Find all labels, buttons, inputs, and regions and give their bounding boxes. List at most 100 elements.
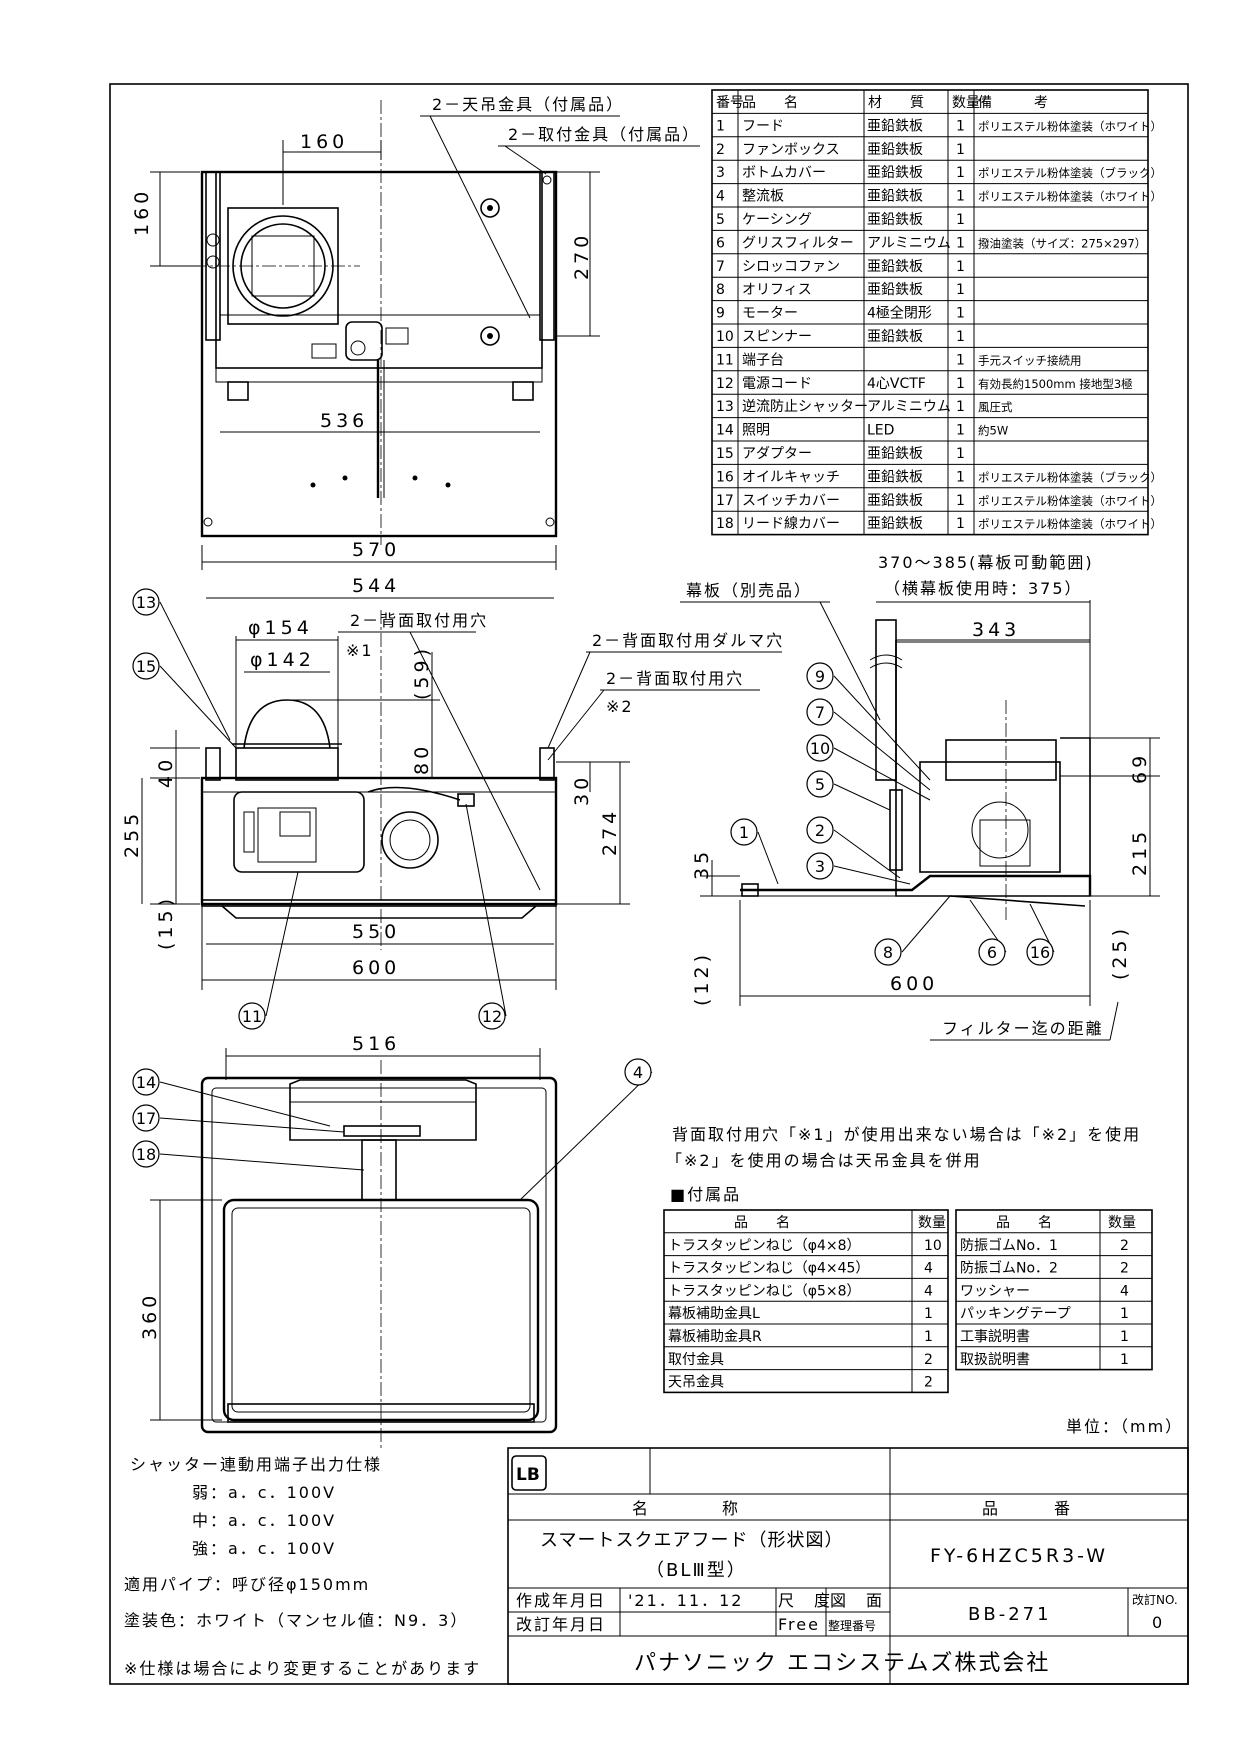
rev-no: 0 [1152, 1613, 1164, 1632]
acc-left-qty-0: 10 [924, 1238, 942, 1254]
acc-right-name-4: 工事説明書 [960, 1329, 1030, 1345]
callout-circle-1 [730, 818, 758, 846]
parts-row-18-material: 亜鉛鉄板 [867, 516, 923, 532]
product-name-1: スマートスクエアフード（形状図） [540, 1530, 843, 1551]
dim-536: 536 [320, 410, 368, 432]
callout-circle-12 [478, 1002, 506, 1030]
dim-544: 544 [352, 575, 400, 597]
dim-570: 570 [352, 539, 400, 561]
acc-left-qty-6: 2 [924, 1375, 933, 1391]
acc-right-qty-4: 1 [1120, 1329, 1129, 1345]
unit-label: 単位：（mm） [1066, 1417, 1183, 1436]
callout-number-17: 17 [136, 1109, 156, 1128]
parts-row-8-no: 8 [716, 282, 725, 298]
label-daruma: 2－背面取付用ダルマ穴 [592, 631, 784, 650]
callout-circle-5 [806, 770, 834, 798]
parts-row-13-note: 風圧式 [978, 400, 1013, 414]
callout-circle-2 [806, 816, 834, 844]
part-header: 品 番 [982, 1499, 1072, 1518]
parts-row-6-material: アルミニウム [867, 235, 951, 251]
acc-header-0: 品 名 [734, 1215, 790, 1231]
parts-row-14-material: LED [867, 423, 894, 439]
dim-59: (59) [411, 645, 433, 700]
callout-leader-8 [901, 895, 951, 953]
label-filter: フィルター迄の距離 [942, 1019, 1104, 1038]
callout-leader-9 [833, 675, 931, 781]
parts-row-3-qty: 1 [956, 165, 965, 181]
acc-left-qty-1: 4 [924, 1261, 933, 1277]
callout-number-18: 18 [136, 1145, 156, 1164]
dim-15: (15) [155, 895, 177, 950]
callout-number-15: 15 [136, 657, 156, 676]
acc-right-name-5: 取扱説明書 [960, 1352, 1030, 1368]
parts-row-14-name: 照明 [742, 423, 770, 439]
label-haimen-hole: 2－背面取付用穴 [350, 611, 488, 630]
acc-left-name-2: トラスタッピンねじ（φ5×8） [668, 1283, 861, 1299]
acc-right-qty-1: 2 [1120, 1261, 1129, 1277]
dim-255: 255 [121, 810, 143, 858]
parts-row-1-material: 亜鉛鉄板 [867, 118, 923, 134]
dim-600-side: 600 [890, 973, 938, 995]
parts-row-5-qty: 1 [956, 212, 965, 228]
scale-label: 尺 度 [778, 1591, 832, 1610]
parts-row-10-name: スピンナー [742, 329, 812, 345]
bottom-view-outline [200, 1076, 558, 1434]
parts-header-0: 番号 [716, 95, 744, 111]
parts-row-12-note: 有効長約1500mm 接地型3極 [978, 377, 1133, 391]
note-line-1: 背面取付用穴「※1」が使用出来ない場合は「※2」を使用 [672, 1125, 1141, 1144]
callout-number-12: 12 [482, 1007, 502, 1026]
parts-row-13-qty: 1 [956, 399, 965, 415]
parts-row-11-note: 手元スイッチ接続用 [978, 353, 1082, 367]
callout-number-13: 13 [136, 593, 156, 612]
parts-row-4-note: ポリエステル粉体塗装（ホワイト） [978, 190, 1162, 204]
parts-row-4-qty: 1 [956, 189, 965, 205]
parts-row-5-name: ケーシング [742, 212, 812, 228]
dim-343: 343 [972, 619, 1020, 641]
callout-number-5: 5 [815, 775, 825, 794]
parts-header-1: 品 名 [742, 95, 798, 111]
callout-leader-3 [833, 865, 911, 885]
callout-circle-11 [238, 1002, 266, 1030]
callout-circle-7 [806, 698, 834, 726]
label-haimen-hole-note2: ※2 [606, 697, 634, 716]
parts-row-7-material: 亜鉛鉄板 [867, 259, 923, 275]
dim-270: 270 [571, 232, 593, 280]
parts-row-16-note: ポリエステル粉体塗装（ブラック） [978, 470, 1162, 484]
parts-row-1-note: ポリエステル粉体塗装（ホワイト） [978, 119, 1162, 133]
dim-274: 274 [599, 808, 621, 856]
acc-left-qty-4: 1 [924, 1329, 933, 1345]
dim-160-vertical: 160 [131, 188, 153, 236]
acc-left-name-0: トラスタッピンねじ（φ4×8） [668, 1238, 861, 1254]
callout-number-14: 14 [136, 1073, 156, 1092]
callout-circle-17 [132, 1104, 160, 1132]
callout-number-9: 9 [815, 667, 825, 686]
dim-516: 516 [352, 1033, 400, 1055]
callout-number-7: 7 [815, 703, 825, 722]
parts-row-4-material: 亜鉛鉄板 [867, 189, 923, 205]
acc-left-qty-2: 4 [924, 1283, 933, 1299]
parts-row-13-no: 13 [716, 399, 734, 415]
parts-row-8-material: 亜鉛鉄板 [867, 282, 923, 298]
acc-right-name-0: 防振ゴムNo．1 [960, 1237, 1058, 1254]
created-label: 作成年月日 [516, 1591, 606, 1610]
acc-right-name-1: 防振ゴムNo．2 [960, 1260, 1058, 1277]
parts-row-14-qty: 1 [956, 423, 965, 439]
dim-600-front: 600 [352, 957, 400, 979]
label-haimen-hole-2: 2－背面取付用穴 [606, 669, 744, 688]
parts-row-8-name: オリフィス [742, 282, 812, 298]
parts-row-13-name: 逆流防止シャッター [742, 399, 868, 415]
front-view-outline [200, 776, 558, 906]
dim-550: 550 [352, 921, 400, 943]
callout-leader-1 [757, 831, 779, 885]
parts-row-12-name: 電源コード [742, 376, 812, 392]
created-date: '21．11．12 [628, 1591, 743, 1610]
callout-leader-17 [159, 1117, 345, 1133]
parts-row-2-no: 2 [716, 142, 725, 158]
ref-label: 整理番号 [828, 1618, 876, 1633]
callout-circle-13 [132, 588, 160, 616]
callout-circle-6 [978, 938, 1006, 966]
callout-leader-4 [519, 1071, 653, 1201]
callout-number-10: 10 [810, 739, 830, 758]
